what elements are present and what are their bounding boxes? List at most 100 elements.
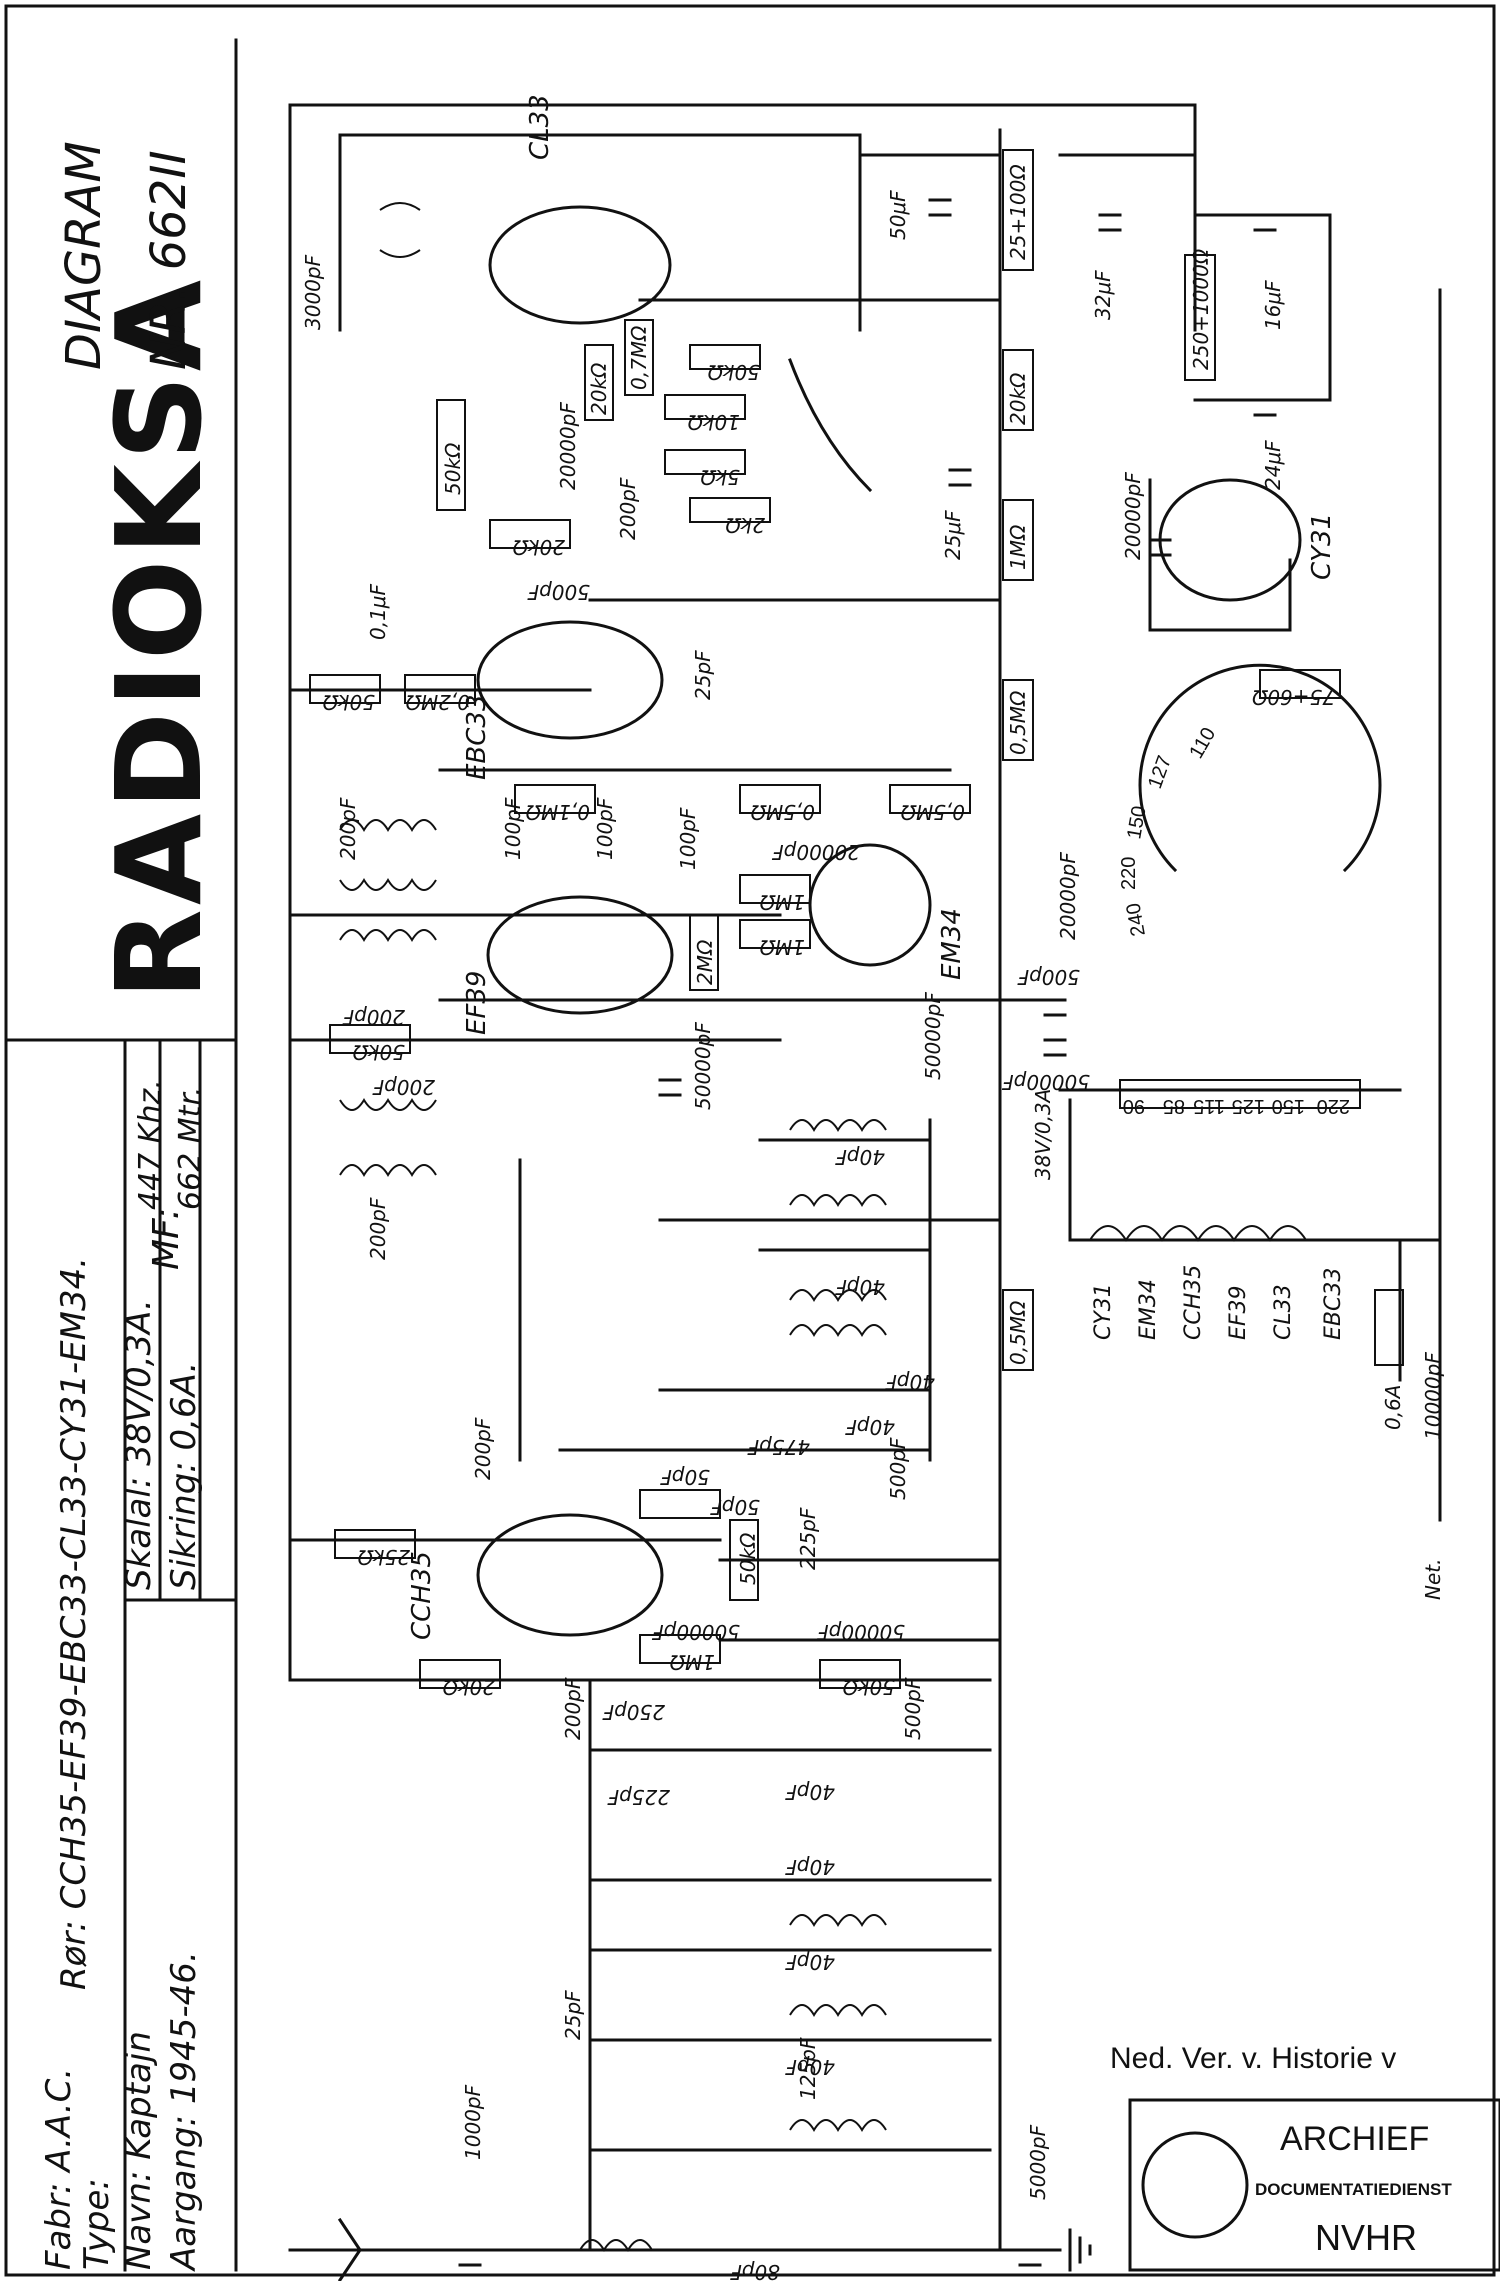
label-em34: EM34 xyxy=(937,908,967,980)
lbl-r1m-c: 1MΩ xyxy=(759,935,805,959)
lbl-c50000-c: 50000pF xyxy=(1002,1070,1090,1094)
lbl-c200-e: 200pF xyxy=(471,1417,495,1480)
lbl-c50uf: 50μF xyxy=(886,190,910,240)
sel-4: 240 xyxy=(1122,901,1149,938)
coil-if1-a xyxy=(339,819,437,832)
resistor-50k-b xyxy=(689,344,761,370)
lbl-c80: 80pF xyxy=(730,2260,780,2281)
tap-strip xyxy=(1119,1079,1361,1109)
title-block: RADIOKSA DIAGRAM NR. 662II Rør: CCH35-EF… xyxy=(39,141,228,2272)
lbl-r50k-c: 50kΩ xyxy=(322,690,375,714)
heater-5: EBC33 xyxy=(1321,1268,1346,1340)
lbl-c40-c: 40pF xyxy=(885,1370,935,1394)
heater-1: EM34 xyxy=(1136,1279,1161,1340)
lbl-c100-a: 100pF xyxy=(501,797,525,860)
lbl-r05m-d: 0,5MΩ xyxy=(1006,1300,1030,1365)
capacitors xyxy=(458,198,1277,2267)
coil-osc-2 xyxy=(789,1194,887,1207)
resistor-20k-c xyxy=(489,519,571,549)
tap-2: 115 xyxy=(1193,1095,1225,1117)
lbl-c10000: 10000pF xyxy=(1421,1352,1445,1440)
resistor-02m xyxy=(404,674,476,704)
tube-ebc33 xyxy=(476,620,664,740)
resistor-05m-b xyxy=(739,784,821,814)
resistor-1m-c xyxy=(739,919,811,949)
antenna xyxy=(337,2217,422,2281)
coil-rf-3 xyxy=(789,2119,887,2132)
lbl-r50k-b: 50kΩ xyxy=(707,360,760,384)
lbl-r01m: 0,1MΩ xyxy=(525,800,590,824)
lbl-c25pf: 25pF xyxy=(691,650,715,700)
stamp-archive: ARCHIEF xyxy=(1280,2120,1429,2158)
resistor-10k xyxy=(664,394,746,420)
lbl-c200-b: 200pF xyxy=(336,797,360,860)
lbl-c3000: 3000pF xyxy=(301,254,325,330)
diagram-number: NR. 662II xyxy=(141,150,197,370)
lbl-c500-a: 500pF xyxy=(527,580,590,604)
sheet-border xyxy=(4,4,1496,2277)
heater-0: CY31 xyxy=(1091,1283,1116,1340)
lbl-r2m: 2MΩ xyxy=(693,939,717,985)
tube-em34 xyxy=(808,843,932,967)
lbl-c20000-c: 20000pF xyxy=(772,840,860,864)
label-ef39: EF39 xyxy=(462,971,492,1035)
lbl-r5k: 5kΩ xyxy=(700,465,740,489)
lbl-c500-b: 500pF xyxy=(1017,965,1080,989)
resistor-2m xyxy=(689,914,719,991)
resistor-05m-a xyxy=(1002,679,1034,761)
lbl-c50000-b: 50000pF xyxy=(921,992,945,1080)
heater-2: CCH35 xyxy=(1181,1265,1206,1340)
tube-cch35 xyxy=(476,1513,664,1637)
heater-4: CL33 xyxy=(1271,1284,1296,1340)
coil-if2-a xyxy=(339,929,437,942)
resistor-50k-a xyxy=(436,399,466,511)
wiring xyxy=(288,103,1442,2252)
ground-symbol xyxy=(1068,2228,1092,2272)
coil-rf-1 xyxy=(789,1914,887,1927)
lbl-c200-c: 200pF xyxy=(342,1005,405,1029)
lbl-r2k: 2kΩ xyxy=(725,513,765,537)
resistor-50-a xyxy=(639,1489,721,1519)
resistor-50k-d xyxy=(329,1024,411,1054)
stamp-frame xyxy=(1128,2098,1500,2272)
tube-cl33 xyxy=(488,205,672,325)
lbl-lamp: 38V/0,3A xyxy=(1031,1089,1055,1180)
brand-logo: RADIOKSA xyxy=(90,276,228,1000)
lbl-r25k: 25kΩ xyxy=(357,1545,410,1569)
lbl-c1000: 1000pF xyxy=(461,2084,485,2160)
component-labels: 3000pF 50μF 25+100Ω 32μF 250+1000Ω 16μF … xyxy=(301,164,1445,2281)
lbl-c475: 475pF xyxy=(747,1435,810,1459)
label-ebc33: EBC33 xyxy=(462,694,492,780)
lbl-c40-e: 40pF xyxy=(785,1780,835,1804)
tube-cy31 xyxy=(1158,478,1302,602)
stamp-service: DOCUMENTATIEDIENST xyxy=(1255,2180,1452,2199)
lbl-c200-a: 200pF xyxy=(616,477,640,540)
lbl-c40-b: 40pF xyxy=(835,1275,885,1299)
lbl-r1m-b: 1MΩ xyxy=(759,890,805,914)
scale-lamp: Skalal: 38V/0,3A. xyxy=(119,1299,159,1590)
tube-line: Rør: CCH35-EF39-EBC33-CL33-CY31-EM34. xyxy=(54,1257,94,1990)
lbl-c01uf: 0,1μF xyxy=(366,583,390,640)
lbl-r02m: 0,2MΩ xyxy=(405,690,470,714)
resistor-20k-a xyxy=(584,344,614,421)
lbl-r50k-f: 50kΩ xyxy=(842,1675,895,1699)
lbl-c200-d: 200pF xyxy=(366,1197,390,1260)
lbl-c40-f: 40pF xyxy=(785,1855,835,1879)
lbl-c40-d: 40pF xyxy=(845,1415,895,1439)
resistor-25k xyxy=(334,1529,416,1559)
coil-osc-3 xyxy=(789,1289,887,1302)
archive-stamp: Ned. Ver. v. Historie v ARCHIEF DOCUMENT… xyxy=(1110,2042,1500,2272)
lbl-c250: 250pF xyxy=(602,1700,665,1724)
label-cch35: CCH35 xyxy=(407,1551,437,1640)
stamp-seal-icon xyxy=(1141,2131,1249,2239)
resistor-05m-d xyxy=(1002,1289,1034,1371)
lbl-r1m-a: 1MΩ xyxy=(1006,524,1030,570)
resistor-07m xyxy=(624,319,654,396)
tube-labels: CL33 CY31 EBC33 EF39 EM34 CCH35 xyxy=(407,94,1337,1640)
lbl-r20k-a: 20kΩ xyxy=(587,362,611,415)
lbl-r10k: 10kΩ xyxy=(687,410,740,434)
coil-osc-1 xyxy=(789,1119,887,1132)
coil-antenna xyxy=(579,2239,653,2252)
tube-ef39 xyxy=(486,895,674,1015)
lbl-r05m-a: 0,5MΩ xyxy=(1006,690,1030,755)
